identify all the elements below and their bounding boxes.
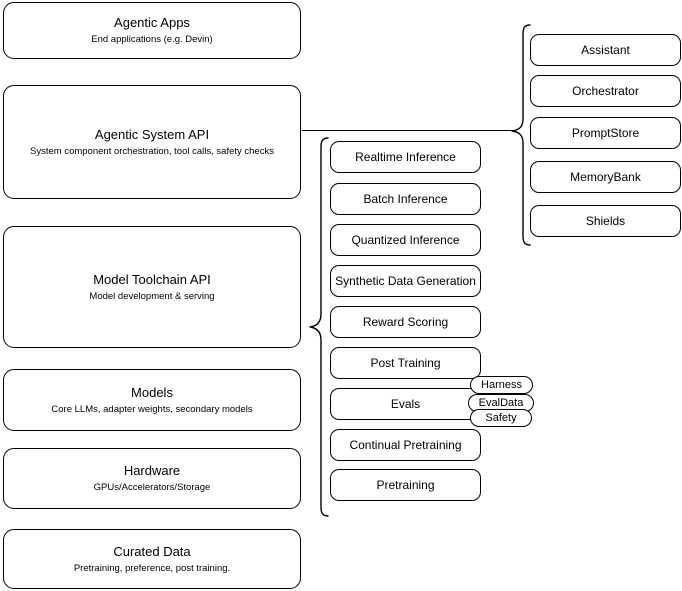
- layer-title: Agentic Apps: [114, 15, 190, 30]
- layer-title: Agentic System API: [94, 126, 210, 142]
- capability-box-synthetic-data-generation[interactable]: Synthetic Data Generation: [330, 265, 481, 297]
- brace-toolchain-capabilities: [309, 137, 329, 517]
- layer-box-agentic-system-api[interactable]: Agentic System API System component orch…: [3, 85, 301, 199]
- eval-tag-label: Harness: [481, 378, 522, 391]
- capability-title: Evals: [390, 397, 421, 411]
- component-box-assistant[interactable]: Assistant: [530, 34, 681, 66]
- component-title: Orchestrator: [572, 84, 639, 98]
- layer-box-models[interactable]: Models Core LLMs, adapter weights, secon…: [3, 369, 301, 431]
- brace-system-components: [511, 24, 531, 246]
- capability-box-realtime-inference[interactable]: Realtime Inference: [330, 141, 481, 173]
- capability-title: Continual Pretraining: [349, 438, 462, 452]
- layer-box-model-toolchain-api[interactable]: Model Toolchain API Model development & …: [3, 226, 301, 348]
- capability-title: Pretraining: [376, 478, 435, 492]
- component-box-shields[interactable]: Shields: [530, 205, 681, 237]
- layer-subtitle: Pretraining, preference, post training.: [73, 562, 231, 574]
- layer-title: Model Toolchain API: [93, 271, 211, 287]
- eval-tag-label: EvalData: [478, 396, 524, 409]
- layer-box-agentic-apps[interactable]: Agentic Apps End applications (e.g. Devi…: [3, 2, 301, 59]
- capability-title: Batch Inference: [363, 192, 448, 206]
- layer-box-curated-data[interactable]: Curated Data Pretraining, preference, po…: [3, 529, 301, 589]
- capability-box-evals[interactable]: Evals: [330, 388, 481, 420]
- layer-subtitle: Model development & serving: [89, 290, 215, 302]
- capability-title: Realtime Inference: [355, 150, 456, 164]
- component-box-memorybank[interactable]: MemoryBank: [530, 161, 681, 193]
- layer-subtitle: System component orchestration, tool cal…: [30, 145, 274, 157]
- capability-box-pretraining[interactable]: Pretraining: [330, 469, 481, 501]
- component-title: Shields: [585, 214, 626, 228]
- component-box-orchestrator[interactable]: Orchestrator: [530, 75, 681, 107]
- capability-title: Synthetic Data Generation: [335, 274, 476, 288]
- component-title: Assistant: [581, 43, 630, 57]
- eval-tag-safety[interactable]: Safety: [470, 409, 532, 427]
- layer-subtitle: End applications (e.g. Devin): [91, 34, 213, 45]
- capability-box-post-training[interactable]: Post Training: [330, 347, 481, 379]
- layer-title: Models: [131, 384, 173, 400]
- layer-title: Hardware: [123, 463, 181, 478]
- capability-box-quantized-inference[interactable]: Quantized Inference: [330, 224, 481, 256]
- layer-box-hardware[interactable]: Hardware GPUs/Accelerators/Storage: [3, 448, 301, 509]
- capability-title: Quantized Inference: [351, 233, 460, 247]
- capability-box-continual-pretraining[interactable]: Continual Pretraining: [330, 429, 481, 461]
- capability-title: Post Training: [370, 356, 441, 370]
- connector-line-system-api-to-components: [302, 130, 513, 131]
- eval-tag-label: Safety: [485, 411, 517, 424]
- capability-box-reward-scoring[interactable]: Reward Scoring: [330, 306, 481, 338]
- eval-tag-harness[interactable]: Harness: [470, 376, 533, 394]
- layer-subtitle: GPUs/Accelerators/Storage: [93, 482, 211, 493]
- layer-subtitle: Core LLMs, adapter weights, secondary mo…: [51, 403, 253, 415]
- component-title: MemoryBank: [570, 170, 641, 184]
- component-box-promptstore[interactable]: PromptStore: [530, 117, 681, 149]
- capability-title: Reward Scoring: [362, 315, 449, 329]
- capability-box-batch-inference[interactable]: Batch Inference: [330, 183, 481, 215]
- layer-title: Curated Data: [113, 543, 191, 559]
- component-title: PromptStore: [571, 126, 640, 140]
